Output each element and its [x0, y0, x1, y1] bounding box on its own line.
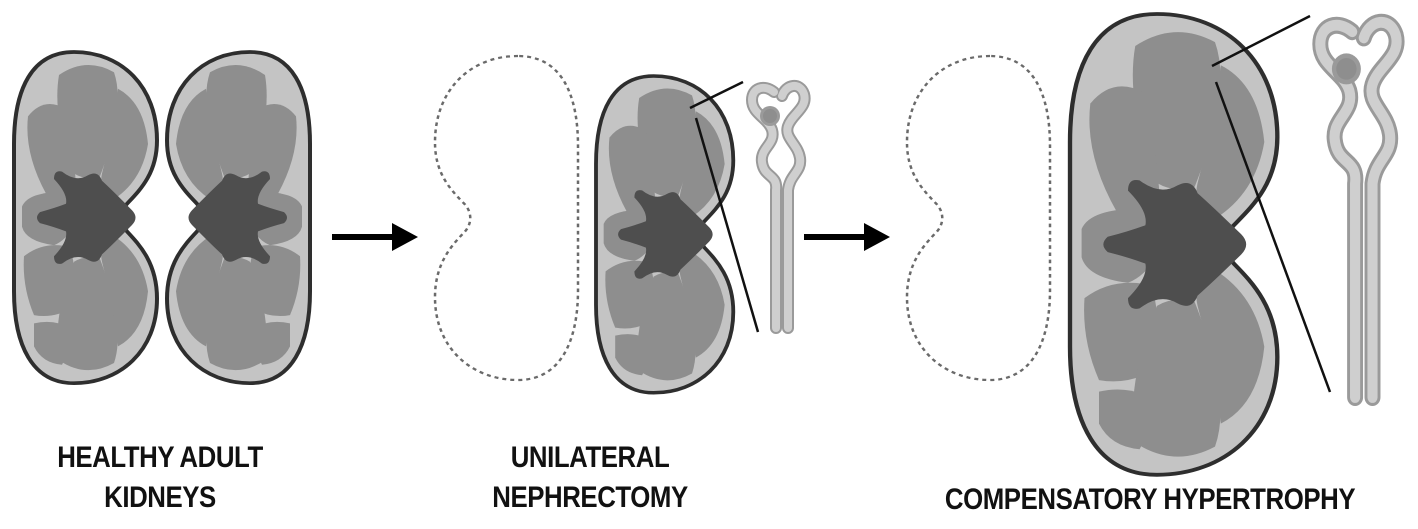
- caption-line: KIDNEYS: [48, 478, 272, 518]
- caption-line: COMPENSATORY HYPERTROPHY: [926, 480, 1373, 520]
- right-arrow-icon: [804, 223, 890, 251]
- caption-compensatory-hypertrophy: COMPENSATORY HYPERTROPHY: [926, 480, 1373, 520]
- removed-kidney-outline: [907, 56, 1050, 380]
- hypertrophied-kidney: [1070, 14, 1277, 475]
- caption-healthy-adult-kidneys: HEALTHY ADULT KIDNEYS: [48, 438, 272, 518]
- remaining-kidney: [596, 76, 733, 393]
- caption-line: NEPHRECTOMY: [478, 478, 702, 518]
- caption-line: UNILATERAL: [478, 438, 702, 478]
- healthy-kidney-left: [14, 52, 157, 383]
- caption-line: HEALTHY ADULT: [48, 438, 272, 478]
- removed-kidney-outline: [435, 56, 578, 380]
- nephron-icon: [1320, 22, 1396, 397]
- healthy-kidney-right: [167, 52, 310, 383]
- caption-unilateral-nephrectomy: UNILATERAL NEPHRECTOMY: [478, 438, 702, 518]
- nephron-icon: [752, 86, 805, 328]
- right-arrow-icon: [332, 223, 418, 251]
